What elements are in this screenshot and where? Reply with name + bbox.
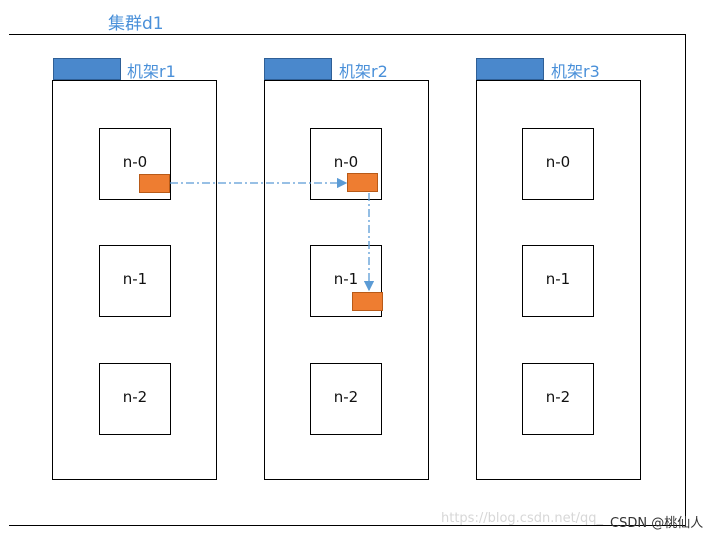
rack-r3-node-1: n-1 — [522, 245, 594, 317]
rack-r3-node-2: n-2 — [522, 363, 594, 435]
rack-r3-label: 机架r3 — [551, 62, 600, 81]
node-label: n-2 — [333, 388, 359, 406]
node-label: n-2 — [122, 388, 148, 406]
rack-r1-node-2: n-2 — [99, 363, 171, 435]
cluster-box — [9, 34, 686, 526]
credit: CSDN @桃仙人 — [610, 516, 704, 531]
data-block-r1-n0 — [139, 174, 170, 193]
rack-r2-label: 机架r2 — [339, 62, 388, 81]
rack-r1-node-0: n-0 — [99, 128, 171, 200]
data-block-r2-n0 — [347, 173, 378, 192]
cluster-label: 集群d1 — [108, 14, 164, 34]
rack-r3-tab — [476, 58, 544, 80]
rack-r2-tab — [264, 58, 332, 80]
node-label: n-0 — [122, 153, 148, 171]
rack-r1-node-1: n-1 — [99, 245, 171, 317]
rack-r1-label: 机架r1 — [127, 62, 176, 81]
data-block-r2-n1 — [352, 292, 383, 311]
watermark: https://blog.csdn.net/qq_ — [441, 511, 604, 526]
node-label: n-1 — [545, 270, 571, 288]
rack-r3-node-0: n-0 — [522, 128, 594, 200]
node-label: n-0 — [333, 153, 359, 171]
rack-r1-tab — [53, 58, 121, 80]
node-label: n-1 — [122, 270, 148, 288]
node-label: n-1 — [333, 270, 359, 288]
node-label: n-0 — [545, 153, 571, 171]
rack-r2-node-2: n-2 — [310, 363, 382, 435]
node-label: n-2 — [545, 388, 571, 406]
